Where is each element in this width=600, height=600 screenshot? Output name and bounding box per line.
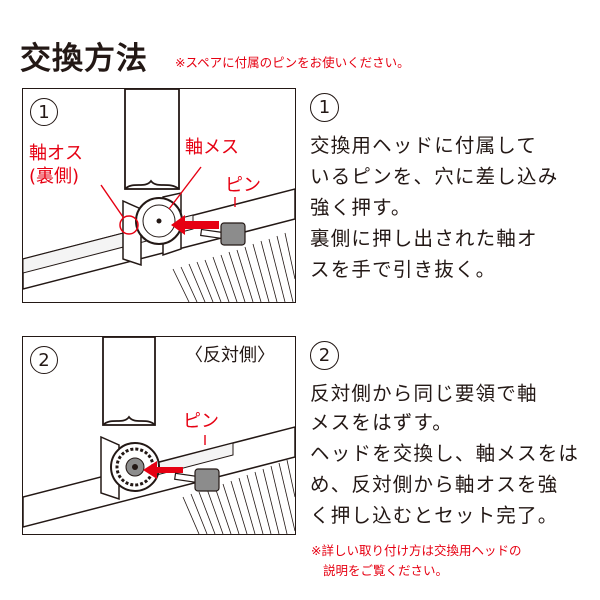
- step1-line-4: 裏側に押し出された軸オ: [310, 227, 538, 250]
- step1-line-3: 強く押す。: [310, 196, 412, 219]
- bristles: [172, 232, 295, 302]
- label-back-axle-2: (裏側): [29, 166, 80, 187]
- step1-illustration: 1 軸オス (裏側) 軸メス ピン: [22, 88, 296, 303]
- step2-description-number: 2: [310, 341, 339, 370]
- label-back-axle-1: 軸オス: [29, 143, 83, 164]
- footnote-line-1: ※詳しい取り付け方は交換用ヘッドの: [311, 543, 522, 558]
- step1-description-number: 1: [310, 93, 339, 122]
- back-axle-marker: [119, 215, 139, 235]
- step2-line-2: メスをはずす。: [310, 411, 453, 434]
- push-arrow-2: [143, 461, 183, 479]
- step2-line-3: ヘッドを交換し、軸メスをは: [310, 442, 580, 465]
- step2-illustration: 2 〈反対側〉 ピン: [22, 336, 296, 535]
- label-pin-2: ピン: [183, 411, 219, 432]
- step1-line-5: スを手で引き抜く。: [310, 258, 497, 281]
- label-female-axle: 軸メス: [185, 137, 239, 158]
- step2-line-5: く押し込むとセット完了。: [310, 504, 559, 527]
- step2-line-1: 反対側から同じ要領で軸: [310, 382, 538, 405]
- footnote-line-2: 説明をご覧ください。: [323, 563, 449, 578]
- bristles-2: [182, 459, 295, 534]
- label-pin: ピン: [225, 175, 261, 196]
- step2-line-4: め、反対側から軸オスを強: [310, 473, 559, 496]
- pin: [220, 222, 246, 246]
- step1-line-1: 交換用ヘッドに付属して: [310, 134, 538, 157]
- step2-drawing: [23, 337, 295, 534]
- step1-number: 1: [30, 98, 58, 126]
- step1-drawing: [23, 89, 295, 302]
- pin-2: [194, 468, 220, 492]
- step1-line-2: いるピンを、穴に差し込み: [310, 165, 559, 188]
- page-title: 交換方法: [20, 41, 148, 77]
- title-note: ※スペアに付属のピンをお使いください。: [175, 55, 410, 70]
- push-arrow: [171, 215, 219, 235]
- label-opposite-side: 〈反対側〉: [185, 345, 275, 366]
- step2-number: 2: [30, 346, 58, 374]
